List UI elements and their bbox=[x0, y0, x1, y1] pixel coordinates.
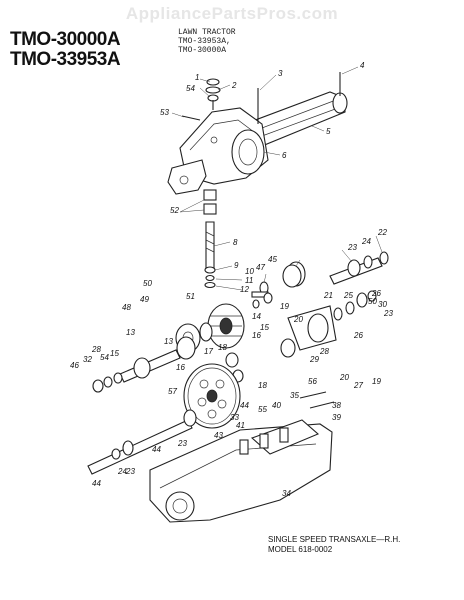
callout-47: 47 bbox=[256, 263, 265, 272]
callout-14: 14 bbox=[252, 312, 261, 321]
callout-22: 22 bbox=[377, 228, 387, 237]
axle-housing-assembly bbox=[167, 72, 348, 195]
callout-23-center: 23 bbox=[177, 439, 187, 448]
model-number-secondary: TMO-33953A bbox=[10, 49, 121, 70]
header-model-line-2: TMO-30000A bbox=[178, 46, 227, 55]
callout-19-lower: 19 bbox=[372, 377, 381, 386]
callout-27: 27 bbox=[353, 381, 363, 390]
callout-13-lower: 13 bbox=[164, 337, 173, 346]
callout-46: 46 bbox=[70, 361, 79, 370]
callout-26-upper: 26 bbox=[371, 289, 381, 298]
callout-30: 30 bbox=[378, 300, 387, 309]
callout-24-lower: 24 bbox=[117, 467, 127, 476]
callout-2: 2 bbox=[231, 81, 237, 90]
callout-12: 12 bbox=[240, 285, 249, 294]
callout-4: 4 bbox=[360, 61, 365, 70]
callout-labels: 1 2 3 4 5 6 8 9 10 11 12 13 13 14 15 15 … bbox=[70, 61, 393, 498]
callout-51: 51 bbox=[186, 292, 195, 301]
header-product-type: LAWN TRACTOR bbox=[178, 28, 236, 37]
callout-38: 38 bbox=[332, 401, 341, 410]
right-axle-shaft bbox=[329, 251, 389, 321]
callout-17: 17 bbox=[204, 347, 213, 356]
lower-transaxle-housing bbox=[149, 391, 335, 523]
callout-52: 52 bbox=[170, 206, 179, 215]
callout-33: 33 bbox=[230, 413, 239, 422]
callout-24-top: 24 bbox=[361, 237, 371, 246]
callout-56: 56 bbox=[308, 377, 317, 386]
left-drive-shaft bbox=[92, 336, 196, 393]
callout-34: 34 bbox=[282, 489, 291, 498]
callout-49: 49 bbox=[140, 295, 149, 304]
watermark: AppliancePartsPros.com bbox=[125, 4, 339, 23]
callout-50-left: 50 bbox=[143, 279, 152, 288]
lower-output-shaft bbox=[87, 409, 197, 475]
callout-16-right: 16 bbox=[252, 331, 261, 340]
callout-18-upper: 18 bbox=[218, 343, 227, 352]
callout-26-lower: 26 bbox=[353, 331, 363, 340]
callout-15-left: 15 bbox=[110, 349, 119, 358]
callout-44-center: 44 bbox=[240, 401, 249, 410]
callout-54-top: 54 bbox=[186, 84, 195, 93]
callout-23-right: 23 bbox=[383, 309, 393, 318]
callout-41: 41 bbox=[236, 421, 245, 430]
callout-43: 43 bbox=[214, 431, 223, 440]
callout-40: 40 bbox=[272, 401, 281, 410]
diagram-caption-model: MODEL 618-0002 bbox=[268, 545, 333, 554]
callout-28-upper: 28 bbox=[319, 347, 329, 356]
callout-20-lower: 20 bbox=[339, 373, 349, 382]
callout-55: 55 bbox=[258, 405, 267, 414]
leader-lines bbox=[171, 66, 383, 291]
callout-9: 9 bbox=[234, 261, 239, 270]
callout-15-right: 15 bbox=[260, 323, 269, 332]
header-model-line-1: TMO-33953A, bbox=[178, 37, 231, 46]
callout-3: 3 bbox=[278, 69, 283, 78]
callout-23-lower: 23 bbox=[125, 467, 135, 476]
callout-53: 53 bbox=[160, 108, 169, 117]
bevel-gear-cluster bbox=[175, 261, 337, 383]
callout-48: 48 bbox=[122, 303, 131, 312]
callout-29: 29 bbox=[309, 355, 319, 364]
large-spur-gear bbox=[183, 363, 241, 429]
callout-25: 25 bbox=[343, 291, 353, 300]
callout-19-upper: 19 bbox=[280, 302, 289, 311]
callout-1: 1 bbox=[195, 73, 199, 82]
callout-28-left: 28 bbox=[91, 345, 101, 354]
callout-10: 10 bbox=[245, 267, 254, 276]
callout-35: 35 bbox=[290, 391, 299, 400]
diagram-caption-title: SINGLE SPEED TRANSAXLE—R.H. bbox=[268, 535, 401, 544]
callout-32: 32 bbox=[83, 355, 92, 364]
callout-57: 57 bbox=[168, 387, 177, 396]
input-shaft-assembly bbox=[203, 189, 217, 289]
callout-18-lower: 18 bbox=[258, 381, 267, 390]
callout-16-left: 16 bbox=[176, 363, 185, 372]
callout-23-top: 23 bbox=[347, 243, 357, 252]
callout-20-upper: 20 bbox=[293, 315, 303, 324]
callout-6: 6 bbox=[282, 151, 287, 160]
callout-44-mid: 44 bbox=[152, 445, 161, 454]
callout-44-lower: 44 bbox=[92, 479, 101, 488]
callout-50-right: 50 bbox=[368, 297, 377, 306]
callout-54-left: 54 bbox=[100, 353, 109, 362]
callout-13-upper: 13 bbox=[126, 328, 135, 337]
idler-gear bbox=[252, 264, 302, 309]
callout-8: 8 bbox=[233, 238, 238, 247]
callout-39: 39 bbox=[332, 413, 341, 422]
callout-21: 21 bbox=[323, 291, 333, 300]
callout-45: 45 bbox=[268, 255, 277, 264]
model-number-primary: TMO-30000A bbox=[10, 29, 121, 50]
callout-5: 5 bbox=[326, 127, 331, 136]
callout-11: 11 bbox=[245, 276, 253, 285]
